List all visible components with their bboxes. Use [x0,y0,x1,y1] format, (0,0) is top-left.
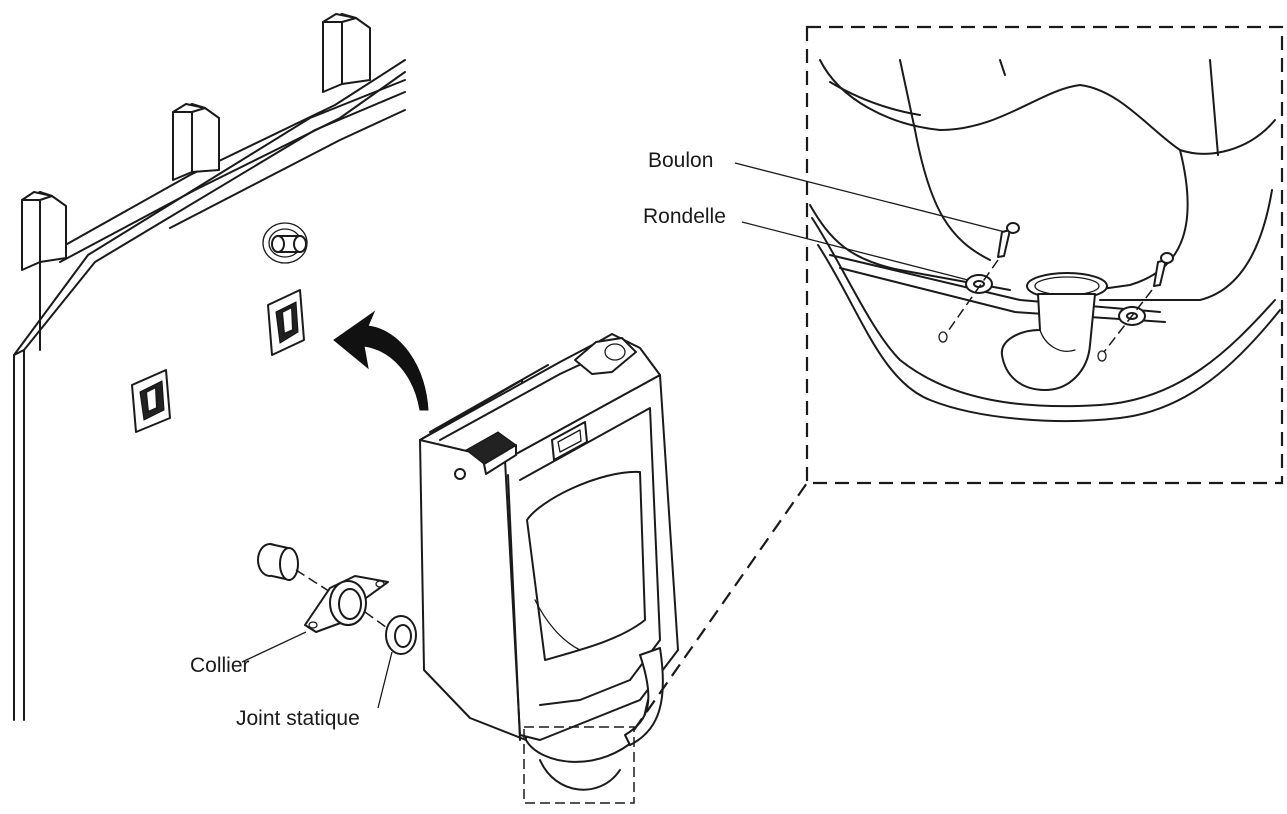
hanger-bracket-icon [131,369,171,433]
detail-inset-frame [805,25,1284,485]
hanger-bracket-icon [267,289,305,356]
boulon-leader-line [734,162,1006,233]
label-boulon: Boulon [648,149,714,172]
drain-sleeve-icon [257,543,299,581]
collier-leader-line [241,631,307,663]
label-collier: Collier [190,654,250,677]
detail-callout-box [523,726,635,804]
water-inlet-icon [262,222,308,264]
detail-inset-drawing [809,59,1281,422]
urinal-body [419,333,679,791]
label-rondelle: Rondelle [643,205,726,228]
detail-connector-line [633,482,808,731]
wall-frame [13,13,406,721]
assembly-axis-line [364,611,391,631]
collier-flange-icon [304,575,389,633]
rondelle-leader-line [741,221,969,281]
joint-leader-line [377,651,393,709]
curved-arrow-icon [333,310,429,411]
label-joint-statique: Joint statique [236,707,360,730]
joint-statique-icon [385,615,417,655]
